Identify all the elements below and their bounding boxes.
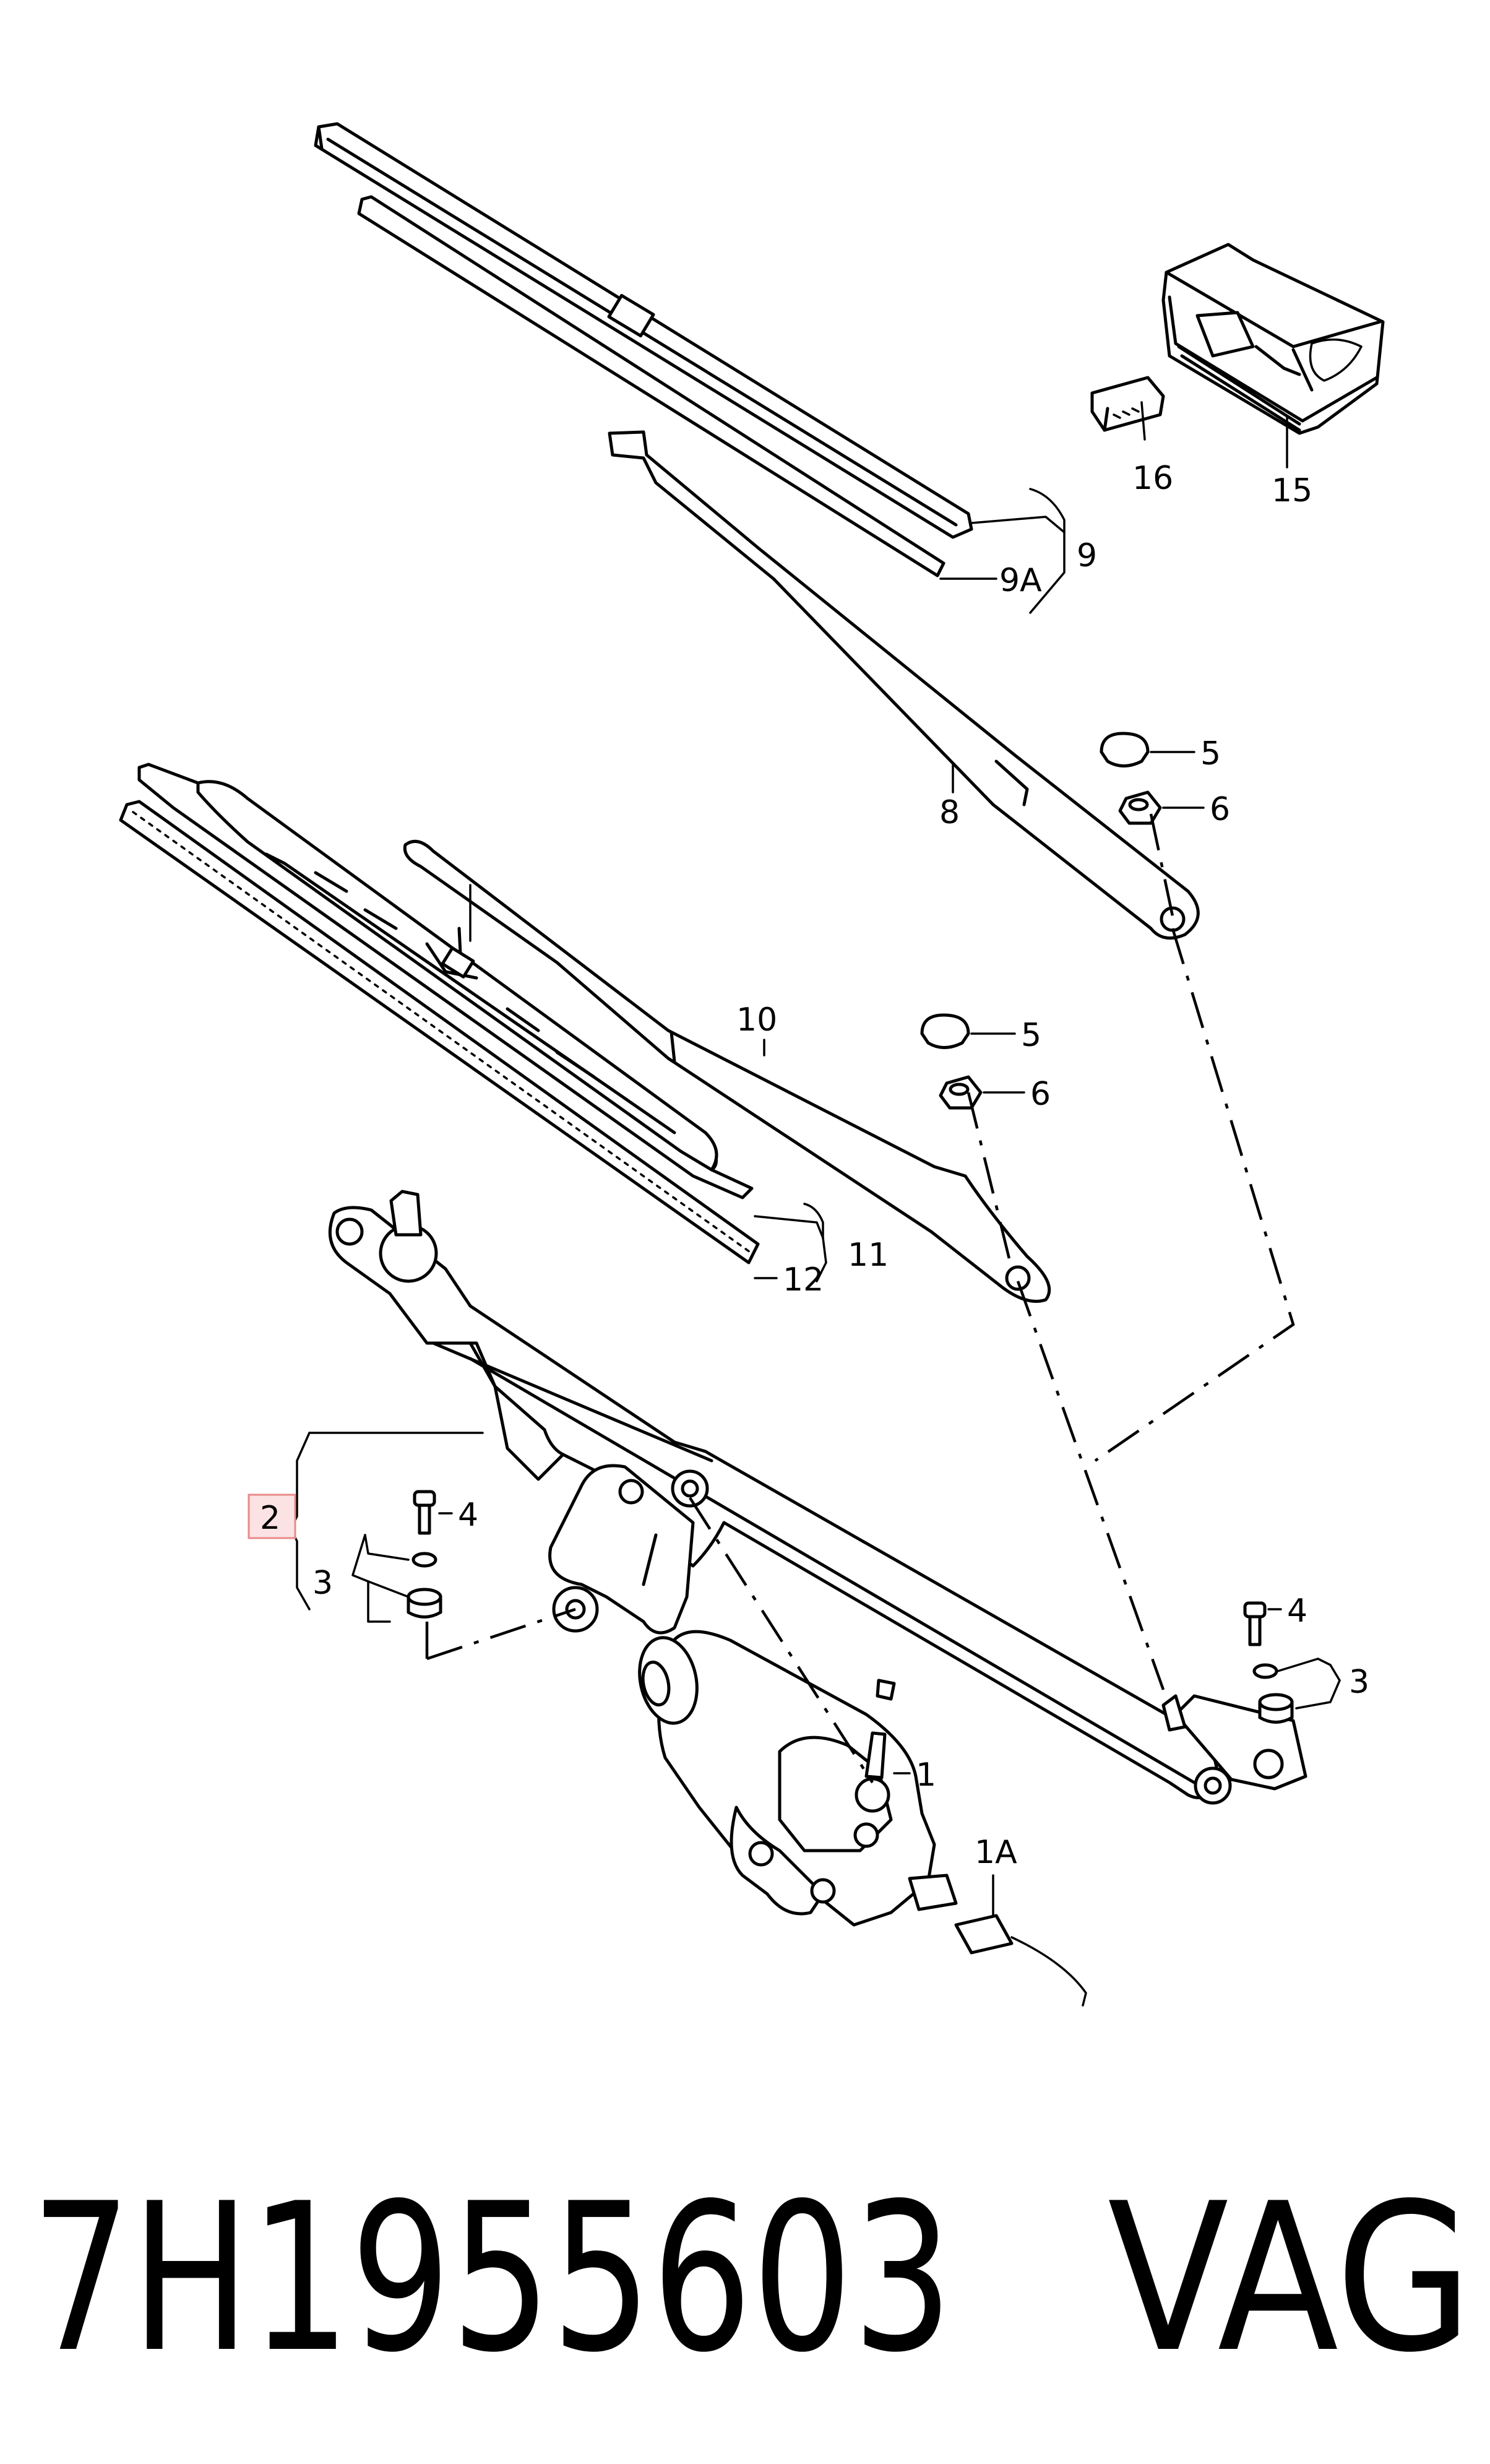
callout-2: 2	[260, 1500, 280, 1537]
part-number: 7H1955603	[31, 2159, 953, 2397]
leader-lines	[290, 401, 1341, 1917]
callout-3-right: 3	[1349, 1664, 1369, 1701]
wiper-motor-1[interactable]	[632, 1630, 958, 1927]
washer-3-right[interactable]	[1252, 1663, 1294, 1724]
bolt-4-right[interactable]	[1243, 1601, 1267, 1646]
connector-1a[interactable]	[954, 1914, 1087, 2007]
wiper-blade-9[interactable]	[314, 122, 973, 539]
callout-9: 9	[1077, 537, 1097, 574]
callout-6-lower: 6	[1030, 1076, 1051, 1113]
wiper-arm-8[interactable]	[608, 430, 1200, 940]
callout-1: 1	[916, 1757, 936, 1794]
assembly-lines	[425, 813, 1295, 1784]
callout-1a: 1A	[975, 1834, 1017, 1871]
callout-5-lower: 5	[1021, 1017, 1041, 1054]
plug-16[interactable]	[1090, 376, 1165, 432]
callout-4-left: 4	[458, 1497, 478, 1534]
control-unit-15[interactable]	[1161, 243, 1385, 435]
callout-9a: 9A	[999, 562, 1042, 599]
callout-3-left: 3	[312, 1565, 333, 1602]
callout-8: 8	[939, 794, 960, 831]
callout-11: 11	[848, 1237, 889, 1274]
bolt-4-left[interactable]	[413, 1490, 436, 1535]
cap-5-lower[interactable]	[920, 1013, 970, 1049]
nut-6-lower[interactable]	[939, 1075, 983, 1110]
callout-5-upper: 5	[1200, 735, 1221, 772]
callout-4-right: 4	[1287, 1593, 1307, 1630]
wiper-arm-10[interactable]	[403, 839, 1051, 1303]
washer-3-left[interactable]	[407, 1552, 442, 1619]
wiper-rubber-9a[interactable]	[357, 195, 945, 577]
callout-10: 10	[736, 1001, 777, 1039]
callout-12: 12	[783, 1261, 824, 1299]
wiper-blade-11[interactable]	[137, 763, 754, 1200]
callout-16: 16	[1132, 460, 1173, 497]
callout-2-highlight	[248, 1494, 296, 1539]
brand-label: VAG	[1108, 2159, 1473, 2397]
nut-6-upper[interactable]	[1118, 790, 1162, 825]
wiper-linkage-2[interactable]	[328, 1190, 1307, 1805]
callout-6-upper: 6	[1210, 791, 1230, 828]
callout-15: 15	[1272, 472, 1312, 509]
wiper-rubber-12[interactable]	[119, 800, 760, 1264]
cap-5-upper[interactable]	[1100, 732, 1150, 767]
